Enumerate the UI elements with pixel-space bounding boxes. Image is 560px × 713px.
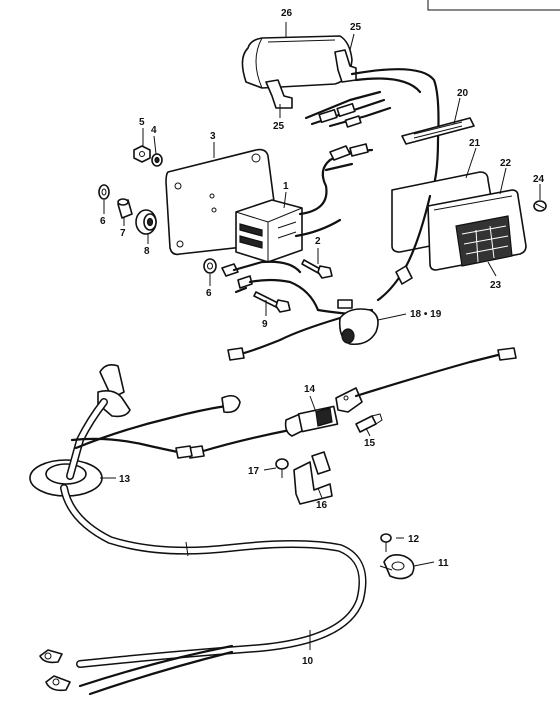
nut-5: [133, 145, 151, 163]
branch-wires: [70, 394, 241, 459]
bolt-9: [253, 291, 291, 313]
label-11: 11: [438, 558, 449, 569]
screw-17: [275, 458, 289, 478]
battery-lead: [66, 364, 131, 480]
washer-6-lower: [203, 258, 217, 274]
label-15: 15: [364, 438, 376, 449]
label-6-lower: 6: [206, 288, 212, 299]
label-25-lower: 25: [273, 121, 285, 132]
bracket-16: [293, 451, 333, 505]
label-23: 23: [490, 280, 502, 291]
harness-20: [304, 68, 475, 198]
label-21: 21: [469, 138, 481, 149]
label-22: 22: [500, 158, 512, 169]
label-3: 3: [210, 131, 216, 142]
label-24: 24: [533, 174, 545, 185]
label-25-upper: 25: [350, 22, 362, 33]
main-cable-10: [39, 484, 367, 696]
fuse-15: [355, 413, 383, 433]
label-8: 8: [144, 246, 150, 257]
fuse-holder-14: [187, 347, 517, 459]
label-20: 20: [457, 88, 469, 99]
cover-26: [241, 35, 357, 109]
clamp-11: [379, 554, 415, 580]
label-5: 5: [139, 117, 145, 128]
connector-pair-upper: [324, 143, 374, 172]
label-23: [455, 215, 513, 267]
label-18-19: 18 • 19: [410, 309, 442, 320]
regulator-1: [235, 158, 342, 263]
label-14: 14: [304, 384, 316, 395]
label-6-upper: 6: [100, 216, 106, 227]
label-9: 9: [262, 319, 268, 330]
collar-7: [117, 198, 133, 219]
screw-12: [380, 533, 392, 552]
label-1: 1: [283, 181, 289, 192]
leader-lines: [100, 22, 541, 650]
label-7: 7: [120, 228, 126, 239]
label-4: 4: [151, 125, 157, 136]
label-16: 16: [316, 500, 328, 511]
grommet-8: [135, 209, 157, 235]
washer-4: [151, 153, 163, 167]
label-26: 26: [281, 8, 293, 19]
frame-corner: [427, 0, 560, 11]
washer-6-upper: [98, 184, 110, 200]
label-12: 12: [408, 534, 420, 545]
bolt-2: [301, 259, 333, 279]
screw-24: [533, 200, 547, 212]
part-number-labels: 26 25 25 20 5 4 3 1 21 22 24 6 7 8 2 23 …: [100, 8, 545, 667]
label-2: 2: [315, 236, 321, 247]
label-10: 10: [302, 656, 314, 667]
clip-25-lower: [265, 79, 293, 109]
label-17: 17: [248, 466, 260, 477]
label-13: 13: [119, 474, 131, 485]
harness-18-19: [227, 194, 432, 361]
terminal-cluster: [221, 260, 320, 312]
